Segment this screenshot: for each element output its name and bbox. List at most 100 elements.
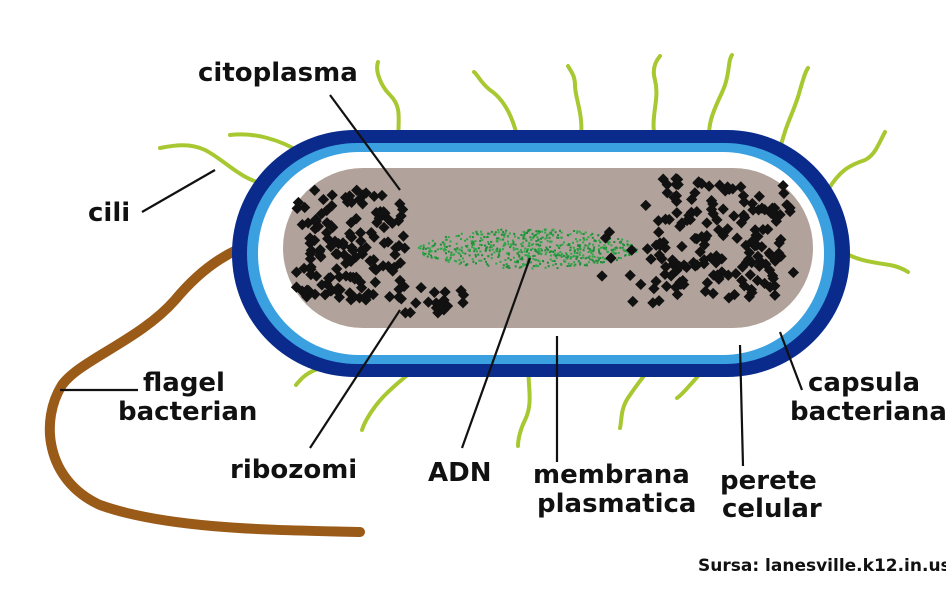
dna-strand	[507, 243, 510, 246]
ribosome	[680, 261, 693, 273]
dna-strand	[436, 248, 439, 251]
dna-strand	[531, 267, 534, 270]
ribosome	[694, 246, 706, 258]
dna-strand	[576, 252, 579, 255]
ribosome	[369, 276, 381, 288]
dna-strand	[578, 230, 581, 233]
dna-strand	[536, 232, 539, 235]
dna-strand	[601, 261, 604, 264]
dna-strand	[500, 233, 503, 236]
dna-strand	[589, 258, 592, 261]
dna-strand	[617, 252, 620, 254]
ribosome	[393, 240, 405, 252]
dna-strand	[582, 237, 585, 240]
dna-strand	[549, 258, 552, 261]
dna-strand	[554, 249, 556, 252]
dna-strand	[478, 259, 481, 262]
dna-strand	[454, 259, 457, 262]
dna-strand	[566, 265, 569, 268]
dna-strand	[520, 265, 523, 268]
ribosome	[645, 253, 657, 265]
dna-strand	[524, 237, 527, 240]
leader-lines	[60, 94, 804, 467]
label-celular: celular	[722, 494, 822, 524]
ribosome	[752, 230, 764, 243]
dna-strand	[492, 244, 495, 247]
dna-strand	[577, 260, 580, 263]
ribosome	[323, 272, 335, 284]
ribosome	[683, 209, 695, 222]
dna-strand	[516, 252, 519, 255]
dna-strand	[497, 256, 500, 258]
ribosome	[751, 274, 764, 287]
dna-strand	[520, 234, 523, 236]
dna-strand	[529, 256, 532, 259]
ribosome	[647, 297, 659, 309]
dna-strand	[587, 256, 590, 259]
dna-strand	[592, 260, 595, 263]
dna-strand	[572, 241, 574, 244]
ribosome	[308, 234, 321, 246]
dna-strand	[560, 236, 563, 239]
dna-strand	[540, 237, 542, 240]
dna-strand	[549, 246, 552, 248]
dna-strand	[557, 236, 560, 239]
dna-strand	[612, 248, 615, 251]
ribosome	[360, 241, 372, 254]
dna-strand	[507, 265, 510, 267]
dna-strand	[512, 246, 515, 249]
ribosome	[457, 297, 469, 309]
ribosome	[746, 197, 758, 210]
dna-strand	[507, 257, 510, 260]
label-capsula: capsula	[808, 368, 921, 398]
dna-strand	[457, 234, 460, 237]
dna-strand	[628, 253, 631, 255]
dna-strand	[528, 244, 531, 247]
dna-strand	[539, 230, 541, 233]
ribosome	[671, 288, 684, 301]
dna-strand	[597, 234, 600, 237]
dna-strand	[460, 261, 463, 264]
dna-strand	[495, 239, 498, 242]
dna-strand	[569, 233, 572, 236]
dna-strand	[471, 246, 474, 249]
dna-strand	[433, 244, 436, 247]
dna-strand	[608, 241, 611, 244]
pilus	[566, 64, 584, 147]
ribosome	[676, 217, 688, 229]
dna-strand	[539, 241, 542, 243]
dna-strand	[622, 243, 625, 246]
dna-strand	[428, 250, 431, 253]
dna-strand	[579, 244, 582, 247]
source-credit: Sursa: lanesville.k12.in.us	[698, 556, 946, 576]
dna-strand	[507, 240, 509, 243]
dna-strand	[526, 231, 528, 234]
dna-strand	[591, 258, 594, 261]
dna-strand	[458, 248, 461, 251]
dna-strand	[538, 260, 541, 263]
ribosome	[387, 265, 399, 277]
dna-strand	[549, 240, 552, 243]
ribosome	[714, 179, 726, 191]
ribosome	[730, 267, 742, 280]
ribosome	[663, 213, 675, 226]
dna-strand	[626, 244, 629, 247]
dna-strand	[605, 248, 608, 251]
dna-strand	[576, 231, 579, 234]
ribosome	[344, 287, 356, 299]
dna-strand	[601, 256, 604, 259]
dna-strand	[480, 244, 483, 247]
dna-strand	[558, 254, 561, 257]
ribosome	[698, 258, 710, 270]
ribosome	[395, 293, 407, 305]
dna-strand	[531, 247, 534, 250]
dna-strand	[538, 251, 541, 253]
ribosome	[654, 237, 666, 249]
dna-strand	[439, 247, 442, 250]
leader-perete	[738, 344, 745, 467]
dna-strand	[460, 249, 463, 252]
ribosome	[360, 187, 372, 199]
ribosome	[396, 203, 409, 216]
dna-strand	[447, 236, 450, 239]
dna-strand	[422, 248, 425, 251]
